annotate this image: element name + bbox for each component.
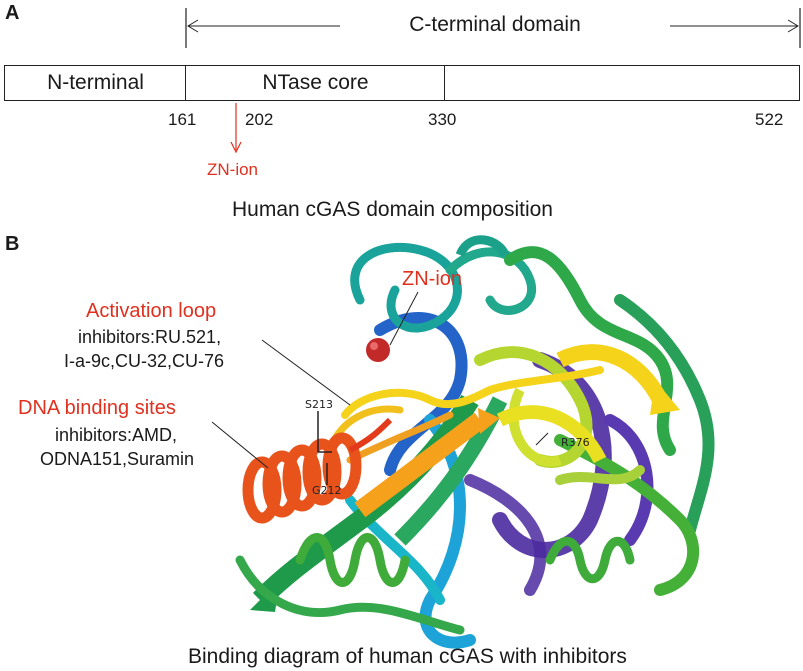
dna-inhibitors-line-1: inhibitors:AMD, — [55, 425, 178, 445]
activation-inhibitors-line-1: inhibitors:RU.521, — [78, 327, 222, 347]
panel-b-label: B — [5, 233, 20, 255]
segment-c-terminal-rest — [444, 65, 800, 101]
position-161: 161 — [168, 110, 197, 129]
position-330: 330 — [428, 110, 457, 129]
zn-ion-label-a: ZN-ion — [207, 160, 259, 179]
panel-a-label: A — [5, 2, 20, 24]
position-522: 522 — [755, 110, 784, 129]
residue-s213: S213 — [305, 398, 333, 411]
dna-binding-title: DNA binding sites — [18, 397, 176, 419]
segment-n-terminal: N-terminal — [4, 65, 187, 101]
panel-b-caption: Binding diagram of human cGAS with inhib… — [188, 645, 627, 668]
zn-ion-label-b: ZN-ion — [402, 268, 463, 290]
panel-a-caption: Human cGAS domain composition — [232, 198, 553, 221]
c-terminal-arrow — [185, 8, 801, 154]
dna-inhibitors-line-2: ODNA151,Suramin — [40, 449, 195, 469]
c-terminal-label: C-terminal domain — [409, 13, 581, 36]
segment-ntase-core: NTase core — [185, 65, 446, 101]
residue-r376: R376 — [561, 436, 590, 449]
position-202: 202 — [245, 110, 274, 129]
activation-inhibitors-line-2: I-a-9c,CU-32,CU-76 — [64, 351, 225, 371]
activation-loop-title: Activation loop — [86, 300, 217, 322]
residue-g212: G212 — [312, 484, 342, 497]
